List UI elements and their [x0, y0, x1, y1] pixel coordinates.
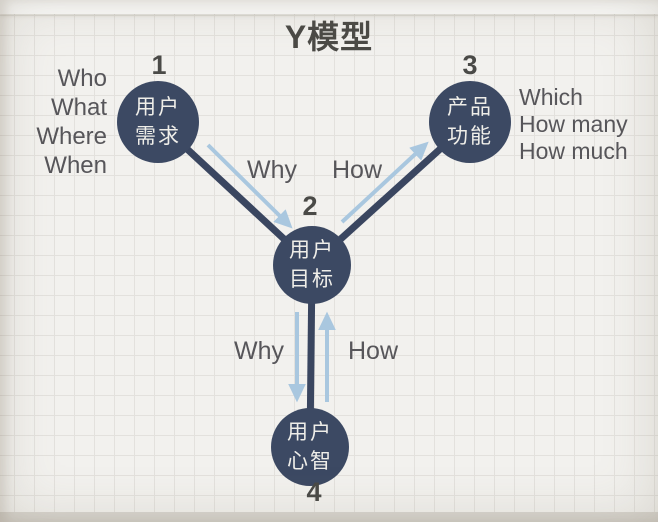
node-user-goal: 用户 目标	[273, 226, 351, 304]
edge-label-why-upper: Why	[247, 156, 297, 184]
step-number-4: 4	[306, 477, 322, 507]
step-number-2: 2	[302, 191, 318, 221]
arrow-how-up-right	[340, 141, 429, 224]
top-page-edge	[0, 0, 658, 14]
node-product-feature: 产品 功能	[429, 81, 511, 163]
node-user-goal-line1: 用户	[289, 239, 335, 262]
annotation-right-line3: How much	[519, 138, 628, 164]
annotation-left-line3: Where	[36, 123, 107, 150]
node-user-needs-line2: 需求	[135, 125, 181, 148]
annotation-right-which-how: Which How many How much	[519, 84, 628, 165]
step-number-3: 3	[462, 50, 478, 80]
node-product-feature-line1: 产品	[447, 96, 493, 119]
edge-label-how-lower: How	[347, 337, 399, 365]
annotation-left-line1: Who	[57, 65, 107, 92]
diagram-title: Y模型	[284, 19, 374, 55]
node-user-needs: 用户 需求	[117, 81, 199, 163]
step-number-1: 1	[151, 50, 167, 80]
arrow-why-down-right	[206, 143, 293, 229]
annotation-right-line1: Which	[519, 84, 583, 110]
annotation-left-line4: When	[44, 152, 107, 179]
node-user-mind-line1: 用户	[287, 421, 333, 444]
edge-label-how-upper: How	[331, 156, 383, 184]
node-user-goal-line2: 目标	[289, 268, 335, 291]
node-user-mind-line2: 心智	[287, 450, 333, 473]
annotation-left-4w: Who What Where When	[8, 64, 107, 180]
node-product-feature-line2: 功能	[447, 125, 493, 148]
node-user-needs-line1: 用户	[135, 96, 181, 119]
bottom-page-edge	[0, 512, 658, 522]
annotation-right-line2: How many	[519, 111, 628, 137]
edge-label-why-lower: Why	[234, 337, 284, 365]
node-user-mind: 用户 心智	[271, 408, 349, 486]
annotation-left-line2: What	[50, 94, 107, 121]
